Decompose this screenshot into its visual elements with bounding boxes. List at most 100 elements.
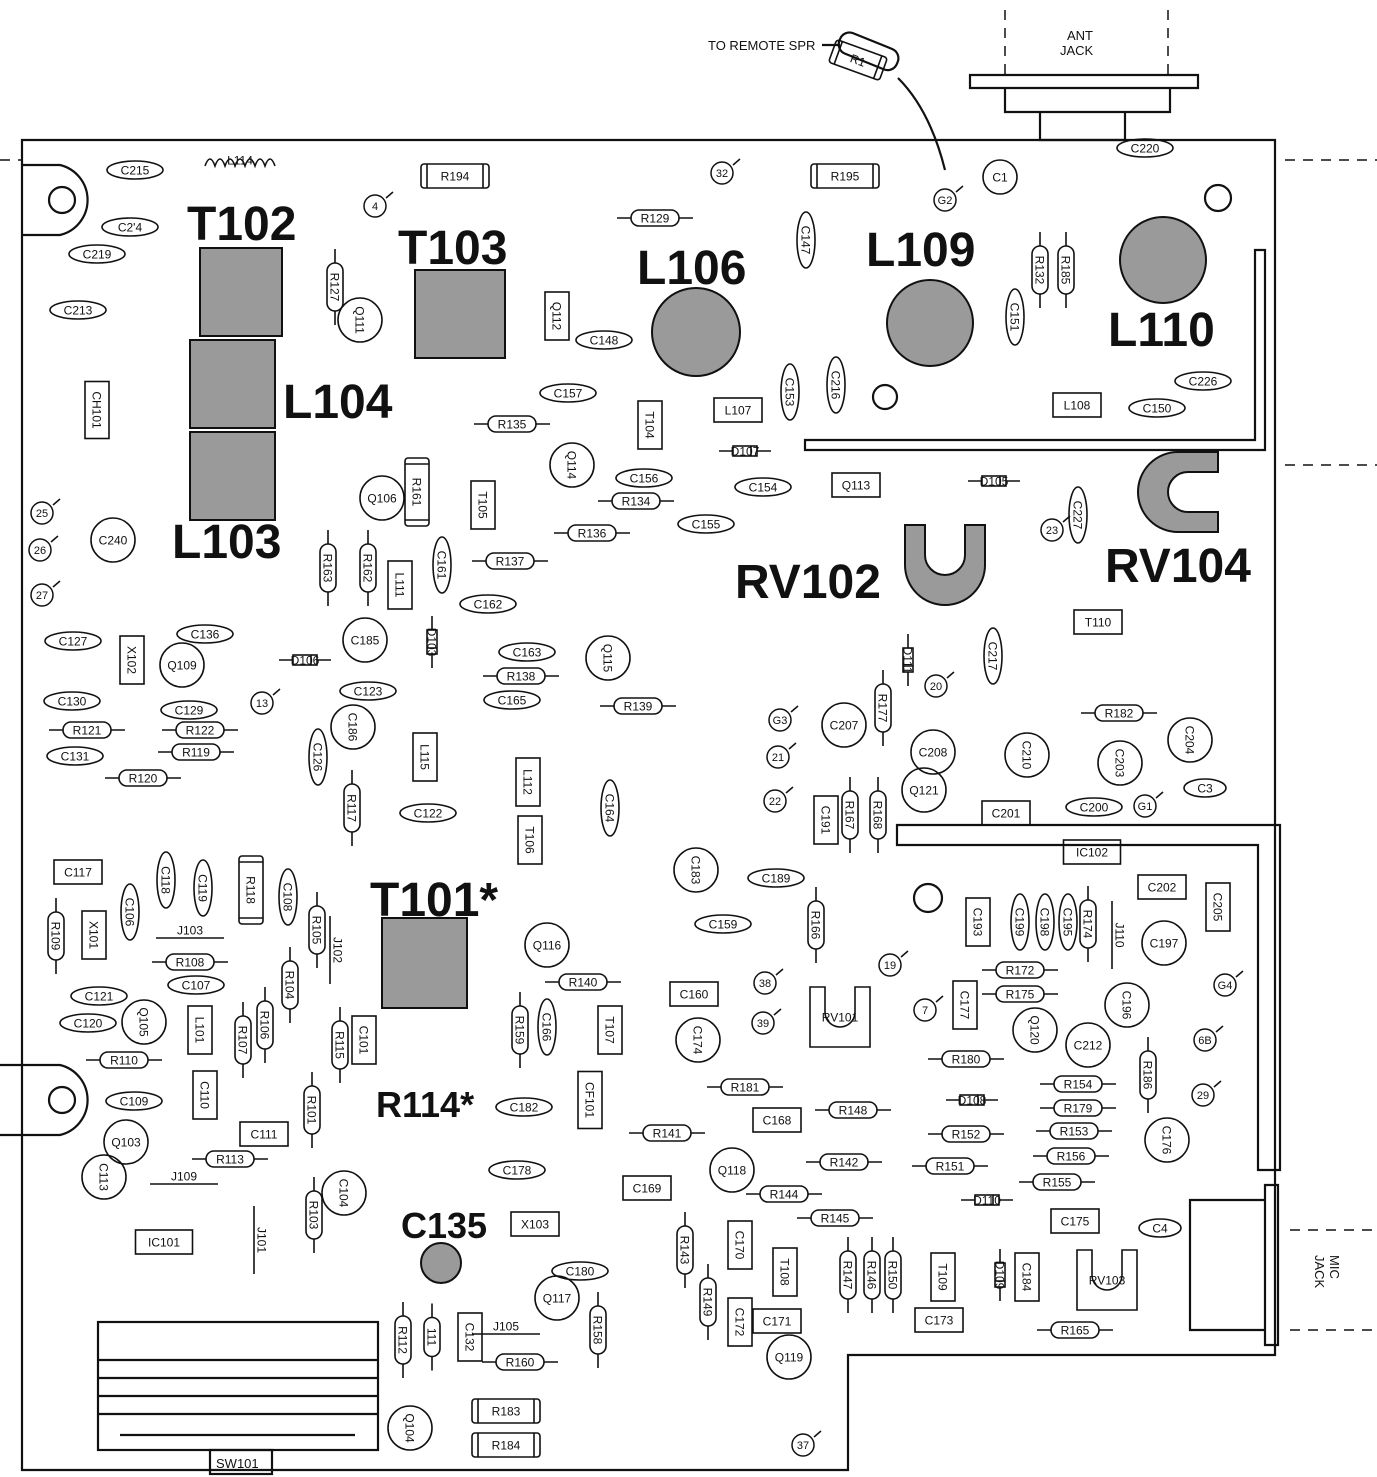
component-r137: R137: [472, 552, 548, 570]
component-c240: C240: [90, 517, 136, 563]
component-r145: R145: [797, 1209, 873, 1227]
component-label: R109: [49, 922, 63, 951]
component-c216: C216: [826, 356, 846, 414]
component-label: C126: [311, 743, 325, 772]
component-label: C174: [691, 1026, 705, 1055]
component-r156: R156: [1033, 1147, 1109, 1165]
component-c196: C196: [1104, 982, 1150, 1028]
component-c176: C176: [1144, 1117, 1190, 1163]
svg-text:6B: 6B: [1198, 1035, 1211, 1047]
component-j105: J105: [472, 1320, 540, 1335]
component-label: J102: [331, 937, 345, 963]
component-label: R181: [731, 1081, 760, 1095]
component-label: R182: [1105, 707, 1134, 721]
test-point-g3: G3: [768, 705, 799, 732]
component-label: C173: [925, 1314, 954, 1328]
component-ch101: CH101: [84, 380, 110, 440]
component-label: R103: [307, 1201, 321, 1230]
component-d108: D108: [946, 1094, 998, 1108]
component-label: C182: [510, 1101, 539, 1115]
component-c126: C126: [308, 728, 328, 786]
test-point-27: 27: [30, 580, 61, 607]
component-r172: R172: [982, 961, 1058, 979]
svg-text:25: 25: [36, 508, 48, 520]
ant-jack-label-1: ANT: [1067, 28, 1093, 43]
component-r147: R147: [839, 1237, 857, 1313]
test-point-20: 20: [924, 671, 955, 698]
component-r144: R144: [746, 1185, 822, 1203]
shield-wall-mid: [895, 823, 1282, 1172]
big-label-rv102: RV102: [735, 556, 881, 609]
component-c101: C101: [351, 1015, 377, 1065]
test-point-25: 25: [30, 498, 61, 525]
component-c113: C113: [81, 1154, 127, 1200]
component-j101: J101: [253, 1206, 269, 1274]
component-q103: Q103: [103, 1119, 149, 1165]
component-d109: D109: [993, 1249, 1007, 1301]
component-r155: R155: [1019, 1173, 1095, 1191]
component-label: C127: [59, 635, 88, 649]
board-outline: [20, 138, 1277, 1472]
sw101-tab: [208, 1448, 274, 1476]
component-x101: X101: [81, 910, 107, 960]
component-label: R153: [1060, 1125, 1089, 1139]
component-label: T108: [778, 1258, 792, 1286]
component-c172: C172: [727, 1297, 753, 1347]
component-label: C130: [58, 695, 87, 709]
remote-spr-label: TO REMOTE SPR: [708, 38, 815, 53]
mic-jack-body: [1188, 1183, 1280, 1347]
component-label: Q105: [137, 1007, 151, 1037]
component-r194: R194: [420, 163, 490, 189]
component-label: C131: [61, 750, 90, 764]
svg-text:G1: G1: [1138, 801, 1153, 813]
component-q105: Q105: [121, 999, 167, 1045]
component-c110: C110: [192, 1070, 218, 1120]
component-label: C101: [357, 1026, 371, 1055]
component-c191: C191: [813, 795, 839, 845]
test-point-23: 23: [1040, 515, 1071, 542]
component-label: R134: [622, 495, 651, 509]
component-label: Q114: [565, 451, 579, 480]
component-c162: C162: [459, 594, 517, 614]
component-r174: R174: [1079, 886, 1097, 962]
component-label: R186: [1141, 1061, 1155, 1090]
component-r148: R148: [815, 1101, 891, 1119]
component-label: C240: [99, 534, 128, 548]
component-c161: C161: [432, 536, 452, 594]
component-label: L112: [521, 769, 535, 795]
component-label: R183: [492, 1405, 521, 1419]
component-label: D105: [980, 475, 1009, 489]
component-label: Q119: [775, 1351, 804, 1365]
component-label: R142: [830, 1156, 859, 1170]
component-label: Q112: [550, 302, 564, 331]
component-r120: R120: [105, 769, 181, 787]
test-point-38: 38: [753, 968, 784, 995]
shaded-core-2: [189, 431, 276, 521]
component-label: L101: [193, 1017, 207, 1044]
component-c150: C150: [1128, 398, 1186, 418]
component-label: C203: [1113, 749, 1127, 778]
component-label: C162: [474, 598, 503, 612]
trimmer-shape-1: [1137, 451, 1219, 533]
dash-lines: [0, 10, 1377, 1331]
svg-text:29: 29: [1197, 1090, 1209, 1102]
test-point-37: 37: [791, 1430, 822, 1457]
component-c160: C160: [669, 981, 719, 1007]
component-label: R152: [952, 1128, 981, 1142]
component-q104: Q104: [387, 1405, 433, 1451]
component-label: RV101: [822, 1011, 859, 1025]
component-label: C212: [1074, 1039, 1103, 1053]
component-label: R108: [176, 956, 205, 970]
component-d103: D103: [425, 616, 439, 668]
component-label: R180: [952, 1053, 981, 1067]
component-label: T106: [523, 826, 537, 854]
component-c109: C109: [105, 1091, 163, 1111]
component-label: D106: [291, 654, 320, 668]
component-label: R172: [1006, 964, 1035, 978]
component-r154: R154: [1040, 1075, 1116, 1093]
ant-jack-body: [968, 73, 1200, 142]
component-c3: C3: [1183, 778, 1227, 798]
component-label: C120: [74, 1017, 103, 1031]
component-c123: C123: [339, 681, 397, 701]
